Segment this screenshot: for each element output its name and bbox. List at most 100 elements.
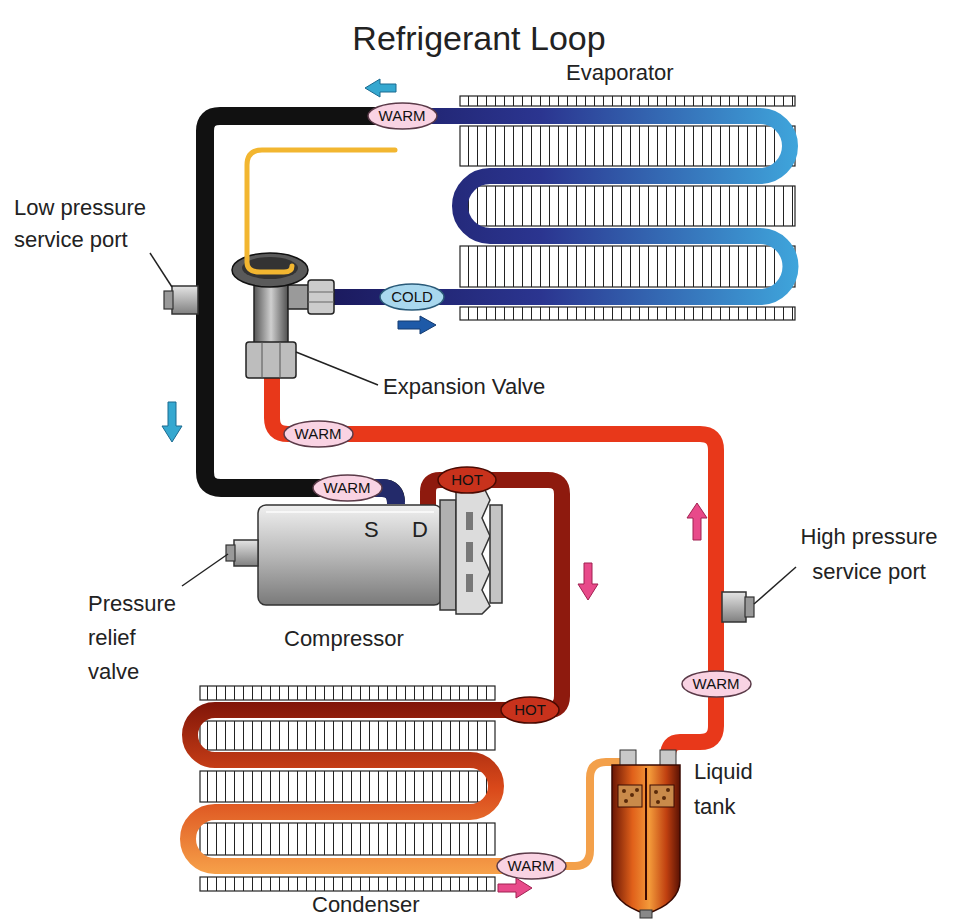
fin-band xyxy=(460,186,795,226)
grain xyxy=(654,790,658,794)
fin-band xyxy=(460,126,795,166)
badge-text-group: HOT xyxy=(514,701,546,719)
grain xyxy=(624,799,628,803)
port-letter: S xyxy=(364,517,379,542)
badge-text: HOT xyxy=(451,471,483,489)
port-label: High pressure service port xyxy=(801,524,938,584)
nut-edge xyxy=(308,292,334,293)
fin-band xyxy=(200,877,495,891)
high-pressure-port xyxy=(722,592,746,622)
badge-ellipse xyxy=(380,284,444,310)
badge-text: COLD xyxy=(391,288,433,306)
fin-band xyxy=(200,771,495,802)
flow-arrow xyxy=(365,79,396,97)
fitting-edge xyxy=(280,342,281,378)
badge-text-group: WARM xyxy=(693,675,740,693)
component-name: Expansion Valve xyxy=(383,374,545,399)
leader-line xyxy=(296,352,378,385)
title-box: Refrigerant Loop xyxy=(0,18,958,58)
grain xyxy=(666,788,670,792)
grain xyxy=(662,796,666,800)
pulley-slot xyxy=(466,542,473,562)
temperature-badge: HOT xyxy=(437,466,497,494)
badge-ellipse xyxy=(368,103,437,129)
port-cap xyxy=(745,597,754,617)
temperature-badge: WARM xyxy=(496,852,567,880)
fin-band xyxy=(200,721,495,750)
pulley-slot xyxy=(466,512,473,530)
label-box: Low pressure service port xyxy=(14,193,164,257)
badge-text: WARM xyxy=(324,479,371,497)
port-cap xyxy=(164,291,173,309)
valve-outlet xyxy=(288,285,310,309)
compressor xyxy=(226,484,502,614)
badge-text: WARM xyxy=(693,675,740,693)
low-pressure-port xyxy=(172,286,198,314)
body-highlight xyxy=(266,511,434,513)
valve-fitting xyxy=(246,342,296,378)
temperature-badge: WARM xyxy=(283,420,354,448)
badge-text-group: WARM xyxy=(508,857,555,875)
temperature-badge: WARM xyxy=(367,102,438,130)
component-name: Condenser xyxy=(312,892,420,917)
tank-filter xyxy=(618,785,642,807)
label-box: Pressure relief valve xyxy=(88,588,186,690)
flow-arrow xyxy=(398,316,436,334)
badge-text-group: COLD xyxy=(391,288,433,306)
relief-valve-cap xyxy=(226,545,235,561)
tank-cap xyxy=(660,750,676,766)
flow-arrow xyxy=(162,402,182,442)
badge-ellipse xyxy=(438,467,496,493)
evaporator-fins xyxy=(460,96,795,320)
condenser-tube xyxy=(188,710,522,866)
leader-line xyxy=(182,554,228,586)
flow-arrow xyxy=(498,878,532,898)
liquid-tank xyxy=(612,750,680,918)
badge-ellipse xyxy=(497,853,566,879)
badge-text: WARM xyxy=(379,107,426,125)
tank-drain xyxy=(640,910,652,918)
badge-ellipse xyxy=(682,671,751,697)
discharge-pipe xyxy=(428,480,562,710)
badge-text: WARM xyxy=(295,425,342,443)
temperature-badge: HOT xyxy=(500,696,560,724)
temperature-badge: COLD xyxy=(379,283,445,311)
grain xyxy=(656,800,660,804)
temperature-badge: WARM xyxy=(681,670,752,698)
component-name: Liquid tank xyxy=(694,759,753,819)
badge-text: HOT xyxy=(514,701,546,719)
grain xyxy=(622,789,626,793)
fitting-edge xyxy=(262,342,263,378)
grain xyxy=(635,788,639,792)
component-name: Compressor xyxy=(284,626,404,651)
label-box: D xyxy=(412,517,428,543)
diagram-title: Refrigerant Loop xyxy=(352,19,605,57)
label-box: Liquid tank xyxy=(694,755,774,825)
label-box: Compressor xyxy=(284,626,404,652)
badge-ellipse xyxy=(501,697,559,723)
capillary-tube xyxy=(247,150,395,272)
compressor-body xyxy=(258,505,442,605)
valve-outlet-nut xyxy=(308,280,334,314)
component-name: Pressure relief valve xyxy=(88,591,176,684)
fin-band xyxy=(200,823,495,855)
temperature-badge: WARM xyxy=(312,474,383,502)
grain xyxy=(630,793,634,797)
label-box: High pressure service port xyxy=(780,520,958,590)
nut-edge xyxy=(308,302,334,303)
flow-arrow xyxy=(578,563,598,600)
port-label: Low pressure service port xyxy=(14,195,146,252)
label-box: Condenser xyxy=(312,892,420,918)
pressure-relief-valve xyxy=(234,540,258,566)
label-box: Evaporator xyxy=(566,60,674,86)
badge-text: WARM xyxy=(508,857,555,875)
component-name: Evaporator xyxy=(566,60,674,85)
label-box: S xyxy=(364,517,379,543)
fin-band xyxy=(460,246,795,287)
suction-pipe xyxy=(205,116,396,502)
tank-divider xyxy=(645,768,647,900)
badge-text-group: HOT xyxy=(451,471,483,489)
fin-band xyxy=(460,96,795,106)
